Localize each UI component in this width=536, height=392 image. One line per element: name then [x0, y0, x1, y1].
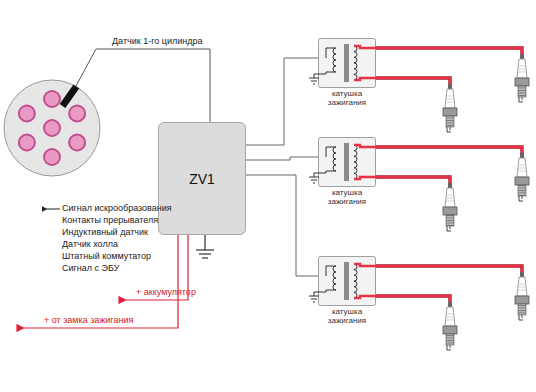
hv-wire — [376, 266, 522, 272]
coil-symbol — [318, 137, 376, 187]
hv-wire — [376, 147, 522, 153]
hv-wire — [376, 147, 522, 153]
signal-label: Сигнал искрообразования — [62, 203, 172, 213]
hv-wire — [376, 296, 450, 302]
distributor-cap — [4, 80, 100, 176]
signal-label: Штатный коммутатор — [62, 251, 151, 261]
spark-plug — [443, 84, 457, 132]
sensor-wire — [76, 49, 210, 122]
coil-label: катушка зажигания — [318, 89, 376, 107]
ground-symbol — [196, 235, 214, 258]
power-label: + от замка зажигания — [44, 315, 133, 325]
cap-contact — [44, 120, 60, 136]
signal-label: Индуктивный датчик — [62, 227, 148, 237]
hv-wire — [376, 296, 450, 302]
ignition-coil: катушка зажигания — [318, 38, 376, 109]
power-label: + аккумулятор — [136, 287, 196, 297]
spark-plug — [443, 183, 457, 231]
spark-plug — [515, 54, 529, 102]
control-unit: ZV1 — [158, 122, 246, 235]
hv-wire — [376, 78, 450, 84]
hv-wire — [376, 177, 450, 183]
cap-contact — [44, 149, 60, 165]
cylinder-sensor — [60, 84, 79, 108]
hv-wire — [376, 48, 522, 54]
cap-contact — [19, 106, 35, 122]
unit-name: ZV1 — [189, 171, 215, 187]
ignition-coil: катушка зажигания — [318, 137, 376, 208]
cap-contact — [69, 135, 85, 151]
sensor-label: Датчик 1-го цилиндра — [112, 36, 202, 46]
hv-wire — [376, 78, 450, 84]
coil-label: катушка зажигания — [318, 188, 376, 206]
coil-symbol — [318, 256, 376, 306]
signal-label: Сигнал с ЭБУ — [62, 263, 119, 273]
coil-wire — [246, 58, 318, 145]
cap-contact — [44, 91, 60, 107]
coil-wire — [246, 175, 318, 276]
coil-wire — [246, 157, 318, 160]
signal-label: Контакты прерывателя — [62, 215, 158, 225]
hv-wire — [376, 48, 522, 54]
coil-symbol — [318, 38, 376, 88]
ignition-coil: катушка зажигания — [318, 256, 376, 327]
ignition-wire — [24, 235, 178, 328]
spark-plug — [443, 302, 457, 350]
hv-wire — [376, 177, 450, 183]
signal-label: Датчик холла — [62, 239, 118, 249]
cap-contact — [69, 106, 85, 122]
cap-contacts — [19, 91, 85, 165]
hv-wire — [376, 266, 522, 272]
coil-label: катушка зажигания — [318, 307, 376, 325]
signal-arrow — [47, 209, 60, 210]
spark-plugs — [376, 48, 529, 350]
spark-plug — [515, 153, 529, 201]
cap-contact — [19, 135, 35, 151]
spark-plug — [515, 272, 529, 320]
